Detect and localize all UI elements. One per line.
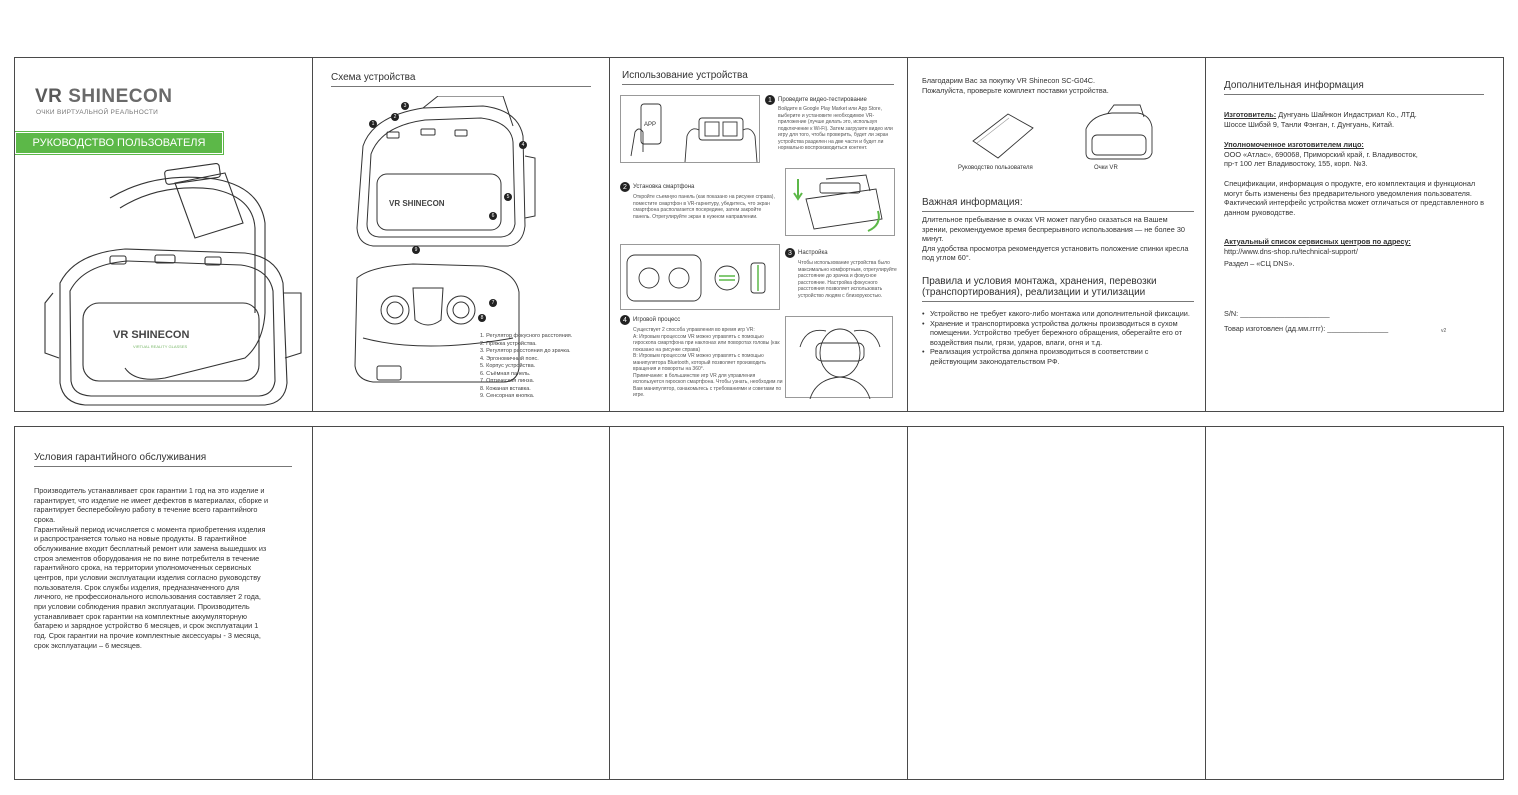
service-url[interactable]: http://www.dns-shop.ru/technical-support…	[1224, 246, 1358, 256]
additional-info-title: Дополнительная информация	[1224, 80, 1484, 95]
spec-text: Спецификации, информация о продукте, его…	[1224, 179, 1485, 217]
step4-number: 4	[620, 315, 630, 325]
manufacturer-text: Дунгуань Шайнкон Индастриал Ко., ЛТД. Шо…	[1224, 110, 1417, 129]
brand-subtitle: ОЧКИ ВИРТУАЛЬНОЙ РЕАЛЬНОСТИ	[36, 109, 159, 116]
scheme-device-logo: VR SHINECON	[389, 199, 445, 208]
warranty-panel: Условия гарантийного обслуживания Произв…	[15, 427, 313, 779]
device-logo-sub: VIRTUAL REALITY GLASSES	[133, 344, 188, 349]
badge-9: 9	[412, 246, 420, 254]
badge-4: 4	[519, 141, 527, 149]
step3-text: Чтобы использование устройства было макс…	[798, 260, 897, 299]
step3-number: 3	[785, 248, 795, 258]
manufacture-date-field: Товар изготовлен (дд.мм.гггг): _________…	[1224, 324, 1389, 333]
warranty-text: Производитель устанавливает срок гаранти…	[34, 486, 269, 650]
scheme-panel: Схема устройства VR SHINECON	[313, 58, 610, 411]
authorized-label: Уполномоченное изготовителем лицо:	[1224, 140, 1364, 149]
kit-item-glasses: Очки VR	[1094, 165, 1118, 171]
manufacturer-label: Изготовитель:	[1224, 110, 1277, 119]
serial-number-field: S/N: ______________________	[1224, 309, 1330, 318]
step2-title: Установка смартфона	[633, 184, 695, 190]
step1-number: 1	[765, 95, 775, 105]
legend-item: 5. Корпус устройства.	[480, 363, 536, 369]
step3-image	[620, 244, 780, 310]
kit-item-manual: Руководство пользователя	[958, 165, 1033, 171]
manual-front-sheet: VR SHINECON ОЧКИ ВИРТУАЛЬНОЙ РЕАЛЬНОСТИ …	[14, 57, 1504, 412]
manual-banner: РУКОВОДСТВО ПОЛЬЗОВАТЕЛЯ	[15, 131, 224, 155]
manual-booklet-illustration	[972, 113, 1034, 159]
version-label: v2	[1441, 328, 1447, 334]
legend-item: 4. Эргономичный пояс.	[480, 355, 539, 362]
lens-adjust-illustration	[626, 254, 766, 302]
badge-1: 1	[369, 120, 377, 128]
step1-image: APP	[620, 95, 760, 163]
authorized-text: ООО «Атлас», 690068, Приморский край, г.…	[1224, 149, 1418, 169]
legend-item: 6. Съёмная панель.	[480, 370, 531, 377]
brand-vr: VR	[35, 86, 63, 107]
badge-5: 5	[504, 193, 512, 201]
legend-item: 2. Пряжка устройства.	[480, 340, 537, 347]
vr-glasses-illustration	[1085, 104, 1153, 160]
scheme-title: Схема устройства	[331, 72, 591, 87]
rule-item: Устройство не требует какого-либо монтаж…	[922, 309, 1194, 319]
blank-panel	[1206, 427, 1503, 779]
vr-headset-illustration: VR SHINECON VIRTUAL REALITY GLASSES	[44, 163, 302, 406]
legend-item: 7. Оптическая линза.	[480, 378, 535, 384]
additional-info-panel: Дополнительная информация Изготовитель: …	[1206, 58, 1503, 411]
important-text: Длительное пребывание в очках VR может п…	[922, 215, 1189, 263]
device-scheme-front-illustration: VR SHINECON	[356, 96, 536, 247]
blank-panel	[610, 427, 908, 779]
step2-image	[785, 168, 895, 236]
info-panel: Благодарим Вас за покупку VR Shinecon SC…	[908, 58, 1206, 411]
kit-intro: Благодарим Вас за покупку VR Shinecon SC…	[922, 76, 1109, 95]
step4-block: 4 Игровой процесс Существует 2 способа у…	[620, 315, 785, 399]
rules-list: Устройство не требует какого-либо монтаж…	[922, 309, 1194, 367]
legend-item: 3. Регулятор расстояния до зрачка.	[480, 348, 571, 354]
badge-6: 6	[489, 212, 497, 220]
rule-item: Реализация устройства должна производить…	[922, 347, 1194, 366]
cover-panel: VR SHINECON ОЧКИ ВИРТУАЛЬНОЙ РЕАЛЬНОСТИ …	[15, 58, 313, 411]
badge-2: 2	[391, 113, 399, 121]
step4-text: Существует 2 способа управления во время…	[633, 327, 783, 398]
step1-text: Войдите в Google Play Market или App Sto…	[778, 106, 893, 151]
device-scheme-back-illustration	[354, 263, 520, 383]
step3-title: Настройка	[798, 250, 828, 256]
step4-title: Игровой процесс	[633, 317, 681, 323]
usage-title: Использование устройства	[622, 70, 894, 85]
warranty-title: Условия гарантийного обслуживания	[34, 452, 292, 467]
step2-text: Откройте съемную панель (как показано на…	[633, 194, 775, 220]
usage-panel: Использование устройства APP 1 Проведите…	[610, 58, 908, 411]
step1-title: Проведите видео-тестирование	[778, 97, 867, 103]
phone-hands-illustration: APP	[630, 103, 758, 163]
service-label: Актуальный список сервисных центров по а…	[1224, 237, 1411, 246]
legend-item: 1. Регулятор фокусного расстояния.	[480, 333, 573, 339]
badge-8: 8	[478, 314, 486, 322]
scheme-legend: 1. Регулятор фокусного расстояния. 2. Пр…	[480, 333, 572, 401]
brand-name: SHINECON	[68, 86, 173, 107]
important-title: Важная информация:	[922, 197, 1194, 212]
service-section: Раздел – «СЦ DNS».	[1224, 259, 1295, 269]
rule-item: Хранение и транспортировка устройства до…	[922, 319, 1194, 348]
step3-block: 3 Настройка Чтобы использование устройст…	[785, 248, 900, 299]
badge-7: 7	[489, 299, 497, 307]
phone-app-label: APP	[644, 122, 656, 128]
step4-image	[785, 316, 893, 400]
blank-panel	[313, 427, 610, 779]
step1-block: 1 Проведите видео-тестирование Войдите в…	[765, 95, 897, 152]
device-logo: VR SHINECON	[113, 329, 189, 341]
brand-logo: VR SHINECON	[35, 86, 172, 108]
rules-title: Правила и условия монтажа, хранения, пер…	[922, 276, 1194, 302]
phone-insert-illustration	[793, 174, 883, 232]
badge-3: 3	[401, 102, 409, 110]
step2-number: 2	[620, 182, 630, 192]
person-headset-illustration	[799, 328, 881, 400]
blank-panel	[908, 427, 1206, 779]
legend-item: 8. Кожаная вставка.	[480, 385, 531, 392]
legend-item: 9. Сенсорная кнопка.	[480, 393, 535, 399]
manual-back-sheet: Условия гарантийного обслуживания Произв…	[14, 426, 1504, 780]
step2-block: 2 Установка смартфона Откройте съемную п…	[620, 182, 780, 220]
